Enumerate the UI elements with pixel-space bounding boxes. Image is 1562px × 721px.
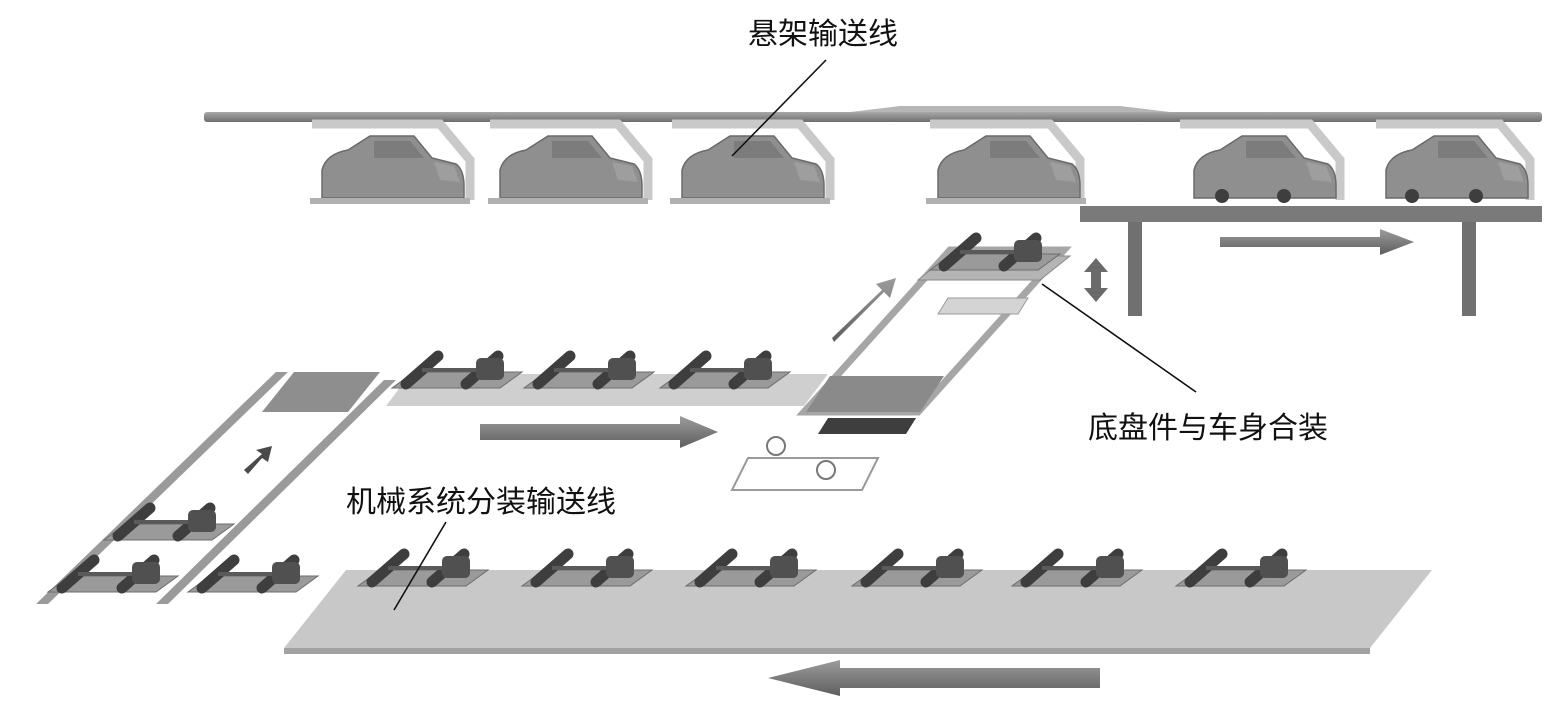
diagonal-chassis-1 (104, 508, 234, 540)
hanger-car-4 (926, 119, 1086, 204)
marriage-pit-cross (818, 418, 916, 434)
marriage-lift-table (937, 297, 1029, 315)
hanger-car-6 (1376, 119, 1535, 203)
diagonal-rail-left (36, 372, 288, 604)
bottom-chassis-4 (852, 554, 982, 586)
diagonal-direction-arrow (244, 446, 272, 474)
middle-direction-arrow (480, 416, 718, 448)
leader-line-subassembly (393, 521, 447, 611)
marriage-floor-pit (806, 376, 944, 412)
marriage-chassis (930, 238, 1060, 270)
diagonal-rail-right (156, 380, 396, 604)
mechanical-subassembly-line (284, 554, 1432, 696)
leader-line-overhead (731, 59, 827, 157)
hanger-car-1 (310, 119, 475, 204)
bottom-chassis-1 (358, 554, 488, 586)
fixture-wheel-2 (816, 460, 836, 480)
marriage-fixture (730, 457, 880, 491)
bottom-line-edge (284, 648, 1370, 654)
exit-conveyor-leg-1 (1128, 222, 1142, 316)
fixture-wheel-1 (766, 436, 786, 456)
exit-conveyor-deck (1080, 206, 1542, 222)
middle-chassis-3 (660, 356, 790, 388)
middle-chassis-2 (524, 356, 654, 388)
bottom-chassis-6 (1176, 554, 1306, 586)
hanger-car-2 (488, 119, 653, 204)
exit-conveyor-leg-2 (1462, 222, 1476, 316)
middle-subassembly-row (262, 356, 828, 448)
diagonal-chassis-2 (48, 560, 178, 592)
chassis-body-marriage-label: 底盘件与车身合装 (1088, 411, 1328, 446)
hanger-car-3 (670, 119, 835, 204)
bottom-chassis-3 (686, 554, 816, 586)
marriage-station (730, 238, 1108, 491)
transfer-direction-arrow (832, 278, 896, 342)
hanger-car-5 (1180, 119, 1345, 203)
leader-line-marriage (1041, 283, 1197, 393)
overhead-conveyor-label: 悬架输送线 (748, 17, 898, 52)
rail-transfer-joint (850, 106, 1170, 112)
middle-chassis-1 (392, 356, 522, 388)
bottom-direction-arrow (768, 660, 1100, 696)
mechanical-subassembly-line-label: 机械系统分装输送线 (346, 485, 616, 520)
bottom-chassis-2 (522, 554, 652, 586)
bottom-line-deck (284, 570, 1432, 648)
exit-direction-arrow (1220, 229, 1414, 255)
overhead-conveyor (204, 106, 1542, 316)
lift-updown-arrow (1084, 258, 1108, 302)
bottom-chassis-5 (1012, 554, 1142, 586)
left-diagonal-conveyor (36, 372, 396, 604)
left-return-deck (262, 372, 380, 412)
